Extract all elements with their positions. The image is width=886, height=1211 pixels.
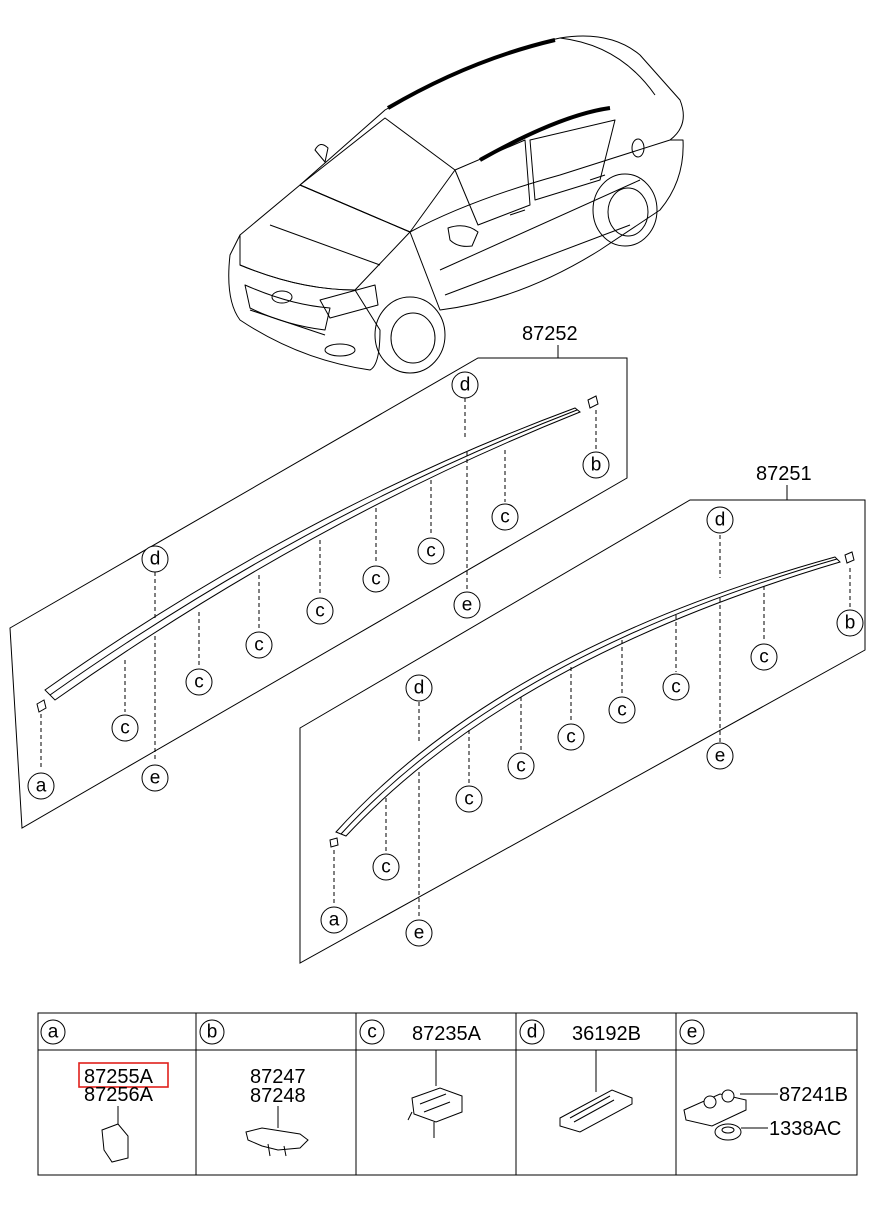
callout-d: d	[405, 674, 433, 702]
svg-text:d: d	[414, 678, 425, 699]
callout-a: a	[27, 772, 55, 800]
callout-c: c	[111, 714, 139, 742]
svg-text:c: c	[381, 857, 391, 878]
legend-header-part-d: 36192B	[572, 1023, 641, 1045]
svg-text:a: a	[329, 910, 340, 931]
svg-text:c: c	[759, 647, 769, 668]
assembly-frame	[9, 357, 628, 829]
part-number-87255a: 87255A	[84, 1066, 154, 1088]
car-illustration	[228, 35, 684, 374]
parts-legend-table: a b c 87235A d 36192B e 87255A 87256A 87…	[37, 1012, 858, 1176]
callout-c: c	[491, 503, 519, 531]
callout-d: d	[451, 371, 479, 399]
callout-e: e	[706, 742, 734, 770]
svg-text:c: c	[464, 789, 474, 810]
roof-molding-strip	[335, 556, 841, 837]
svg-text:a: a	[36, 776, 47, 797]
callout-c: c	[750, 643, 778, 671]
callout-c: c	[362, 565, 390, 593]
svg-text:e: e	[150, 768, 161, 789]
svg-text:c: c	[617, 700, 627, 721]
svg-text:c: c	[500, 507, 510, 528]
callout-c: c	[662, 673, 690, 701]
end-cap-a	[329, 837, 339, 848]
svg-text:d: d	[150, 549, 161, 570]
part-number-87248: 87248	[250, 1085, 306, 1107]
callout-c: c	[507, 752, 535, 780]
part-number-87247: 87247	[250, 1066, 306, 1088]
svg-text:c: c	[371, 569, 381, 590]
svg-text:d: d	[527, 1022, 538, 1043]
svg-text:c: c	[254, 635, 264, 656]
callout-a: a	[320, 906, 348, 934]
svg-text:d: d	[460, 375, 471, 396]
end-cap-part-drawing	[101, 1123, 129, 1163]
callout-c: c	[185, 668, 213, 696]
svg-text:e: e	[687, 1022, 698, 1043]
assembly-87252: 87252 a c e d c c c c c e d c b	[9, 323, 628, 829]
svg-text:c: c	[516, 756, 526, 777]
svg-text:c: c	[367, 1022, 377, 1043]
end-cap-b	[844, 551, 855, 564]
callout-e: e	[141, 764, 169, 792]
legend-header-e: e	[679, 1019, 705, 1045]
svg-text:b: b	[845, 613, 856, 634]
roof-molding-strip	[44, 407, 581, 701]
part-number-87256a: 87256A	[84, 1084, 154, 1106]
clip-part-drawing	[411, 1087, 463, 1123]
legend-header-part-c: 87235A	[412, 1023, 482, 1045]
callout-c: c	[306, 597, 334, 625]
svg-text:c: c	[194, 672, 204, 693]
svg-text:c: c	[566, 727, 576, 748]
rear-cap-part-drawing	[245, 1127, 309, 1151]
svg-text:e: e	[715, 746, 726, 767]
part-number-87241b: 87241B	[779, 1084, 848, 1106]
callout-c: c	[455, 785, 483, 813]
callout-d: d	[706, 506, 734, 534]
legend-header-c: c	[359, 1019, 385, 1045]
assembly-87251: 87251 a c e d c c c c c e d c b	[299, 463, 866, 964]
callout-d: d	[141, 545, 169, 573]
legend-header-a: a	[40, 1019, 66, 1045]
svg-text:c: c	[671, 677, 681, 698]
legend-header-b: b	[199, 1019, 225, 1045]
svg-text:c: c	[426, 541, 436, 562]
callout-c: c	[372, 853, 400, 881]
assembly-frame	[299, 499, 866, 964]
assembly-part-number: 87251	[756, 463, 812, 485]
callout-b: b	[582, 451, 610, 479]
legend-header-d: d	[519, 1019, 545, 1045]
svg-text:e: e	[462, 595, 473, 616]
svg-text:a: a	[48, 1022, 59, 1043]
part-number-1338ac: 1338AC	[769, 1118, 841, 1140]
svg-text:b: b	[591, 455, 602, 476]
svg-text:c: c	[120, 718, 130, 739]
end-cap-b	[587, 395, 599, 409]
callout-c: c	[417, 537, 445, 565]
end-cap-a	[36, 699, 47, 713]
callout-c: c	[608, 696, 636, 724]
callout-c: c	[245, 631, 273, 659]
callout-b: b	[836, 609, 864, 637]
callout-e: e	[405, 919, 433, 947]
svg-text:d: d	[715, 510, 726, 531]
callout-c: c	[557, 723, 585, 751]
svg-text:e: e	[414, 923, 425, 944]
pad-part-drawing	[559, 1089, 633, 1133]
svg-text:c: c	[315, 601, 325, 622]
highlight-box	[78, 1062, 169, 1088]
nut-part-drawing	[714, 1123, 742, 1141]
assembly-part-number: 87252	[522, 323, 578, 345]
svg-text:b: b	[207, 1022, 218, 1043]
callout-e: e	[453, 591, 481, 619]
